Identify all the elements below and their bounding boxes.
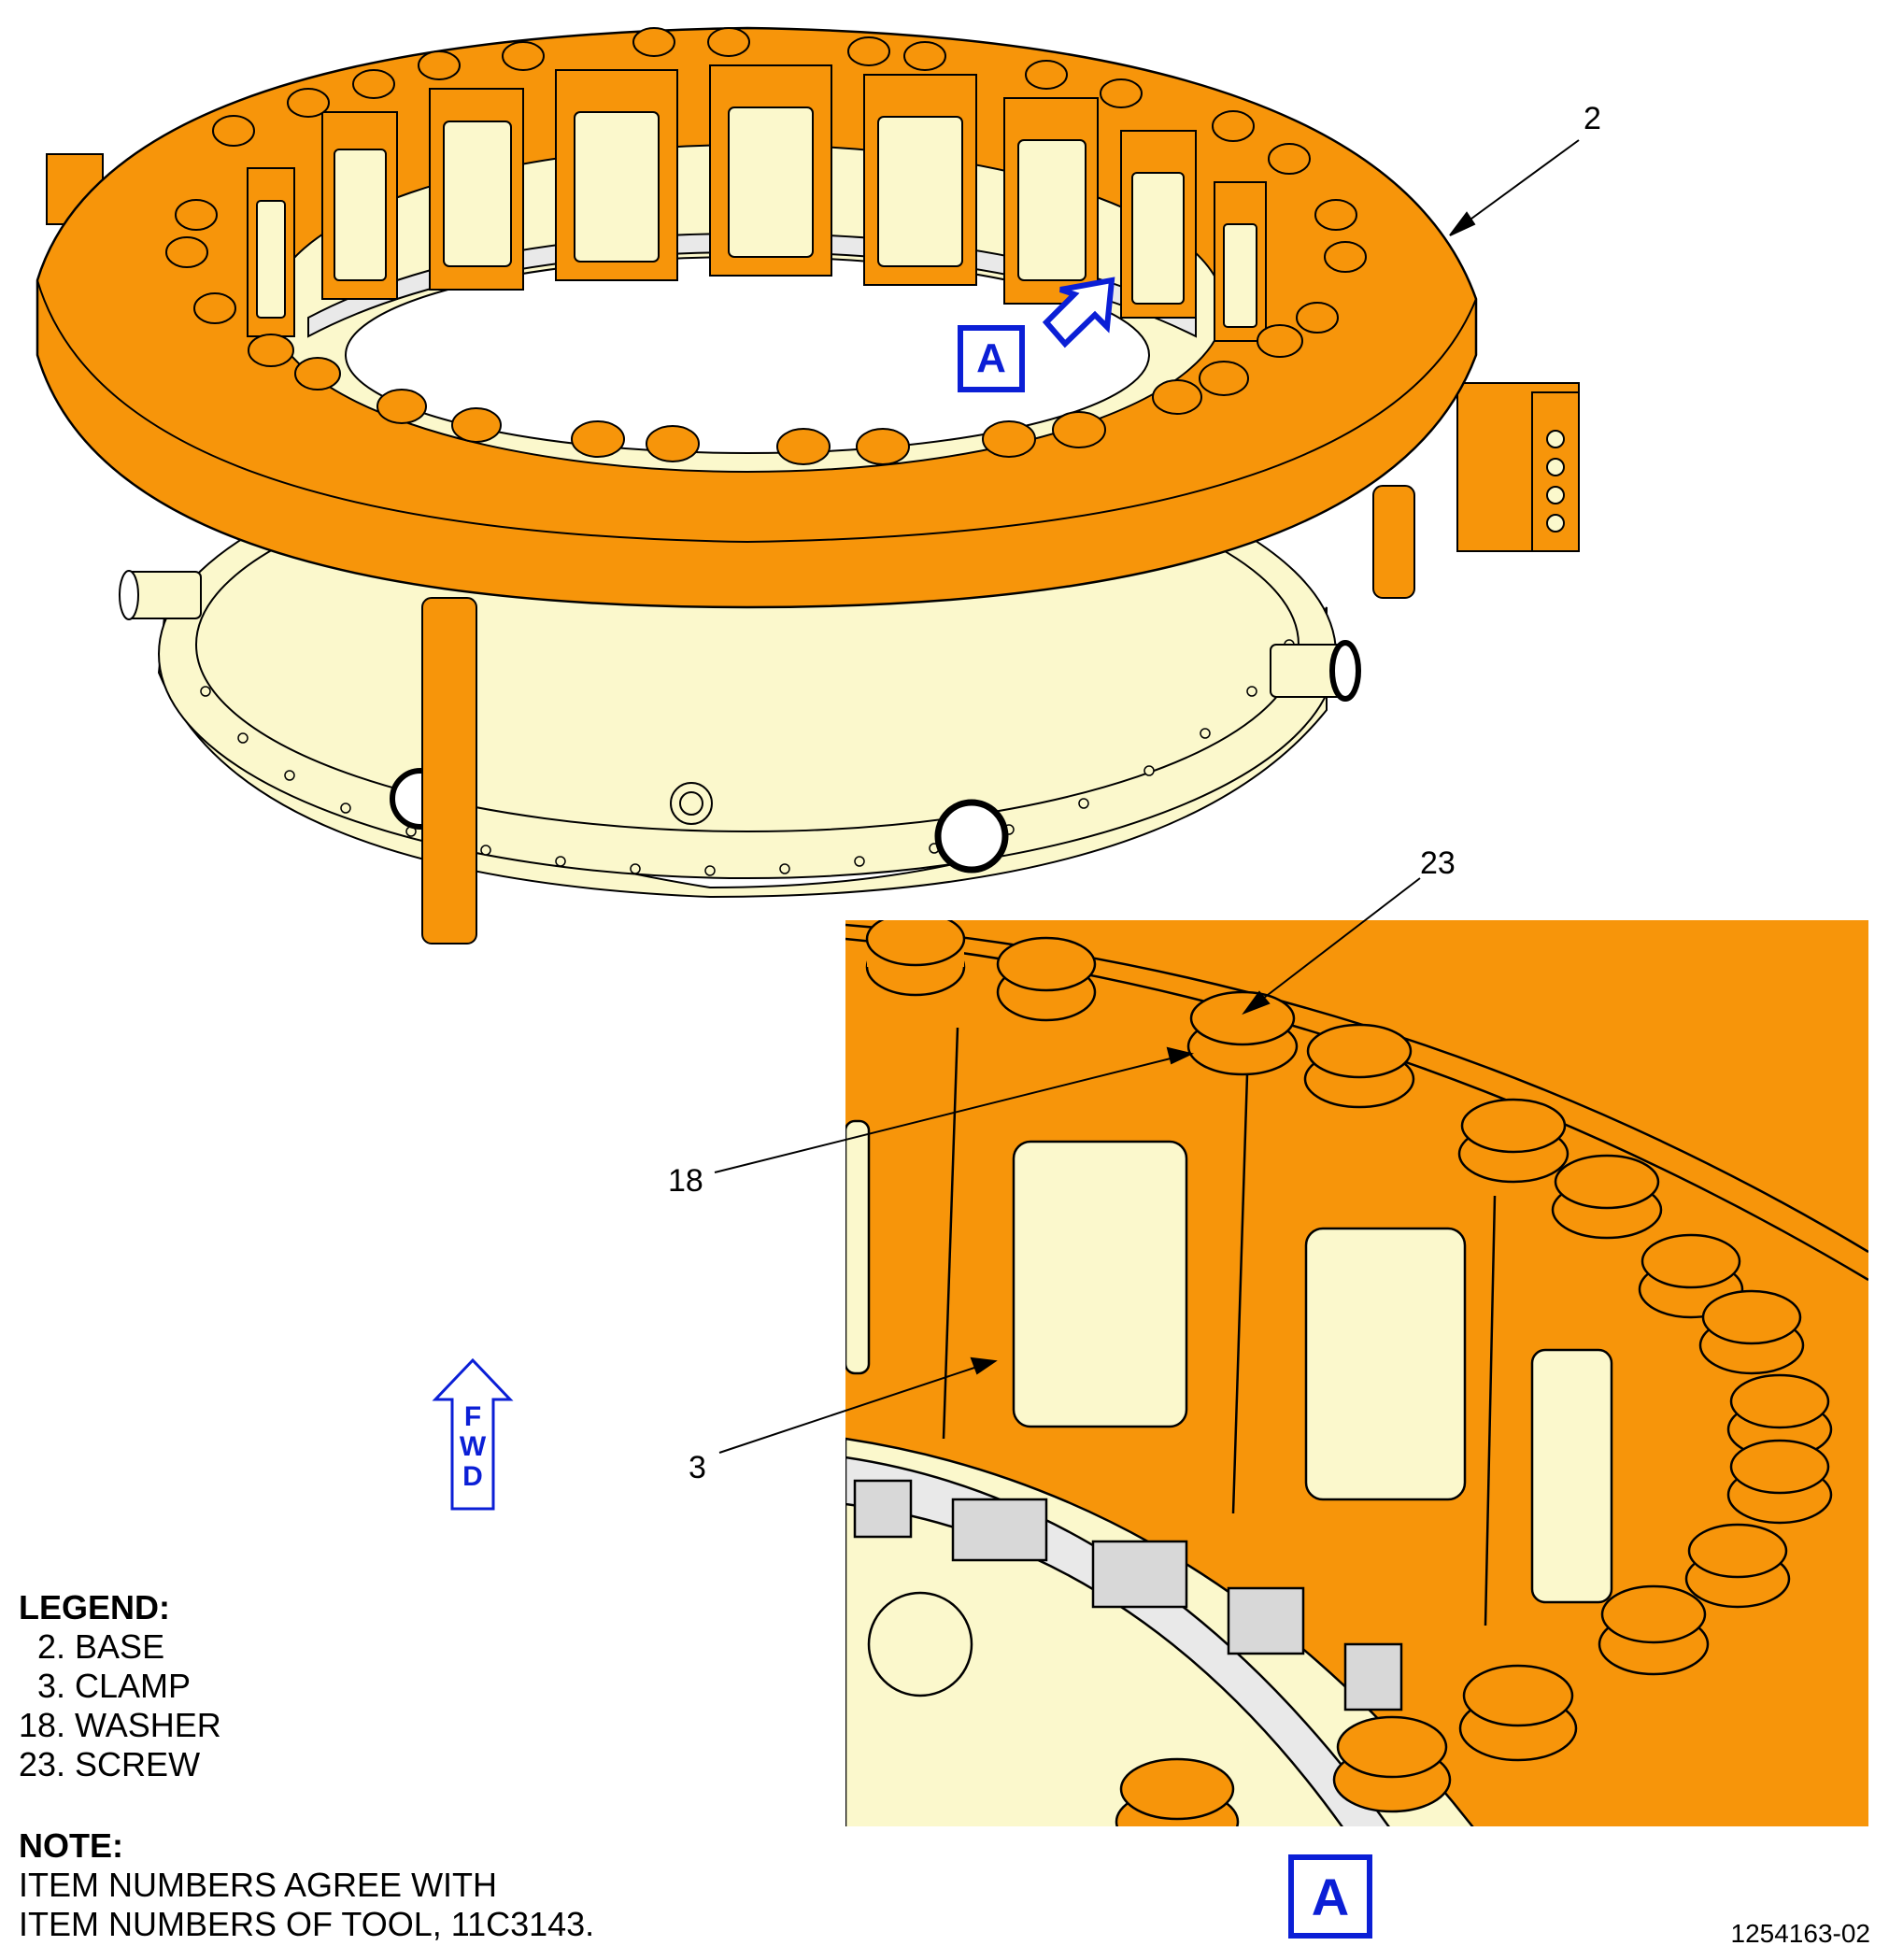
fwd-letter-d: D	[462, 1461, 483, 1492]
side-bracket	[46, 153, 1580, 552]
note-line: ITEM NUMBERS OF TOOL, 11C3143.	[19, 1905, 595, 1943]
legend-item: 18. WASHER	[19, 1706, 221, 1744]
leader-lines	[714, 139, 1580, 1454]
legend-item: 23. SCREW	[19, 1745, 201, 1783]
callout-2: 2	[1584, 101, 1601, 136]
detail-clamp-windows	[845, 1119, 1613, 1604]
base-assembly-drawing	[36, 26, 1580, 944]
fwd-letter-f: F	[463, 1401, 482, 1432]
detail-bolt-heads	[865, 920, 1833, 1826]
detail-view-a-drawing	[845, 920, 1868, 1826]
detail-bore-hole	[867, 1591, 973, 1697]
view-a-label-large: A	[1288, 1854, 1372, 1939]
note-line: ITEM NUMBERS AGREE WITH	[19, 1866, 498, 1904]
fwd-letter-w: W	[459, 1431, 487, 1462]
legend-item: 2. BASE	[19, 1627, 165, 1666]
callout-18: 18	[668, 1163, 703, 1199]
detail-seal-pads	[853, 1479, 1403, 1711]
legend-item: 3. CLAMP	[19, 1667, 192, 1705]
callout-23: 23	[1420, 845, 1456, 881]
note: NOTE: ITEM NUMBERS AGREE WITH ITEM NUMBE…	[19, 1826, 594, 1944]
fwd-arrow-icon	[432, 1357, 514, 1511]
callout-3: 3	[689, 1450, 706, 1485]
view-a-label-small: A	[958, 325, 1025, 392]
legend: LEGEND: 2. BASE 3. CLAMP 18. WASHER 23. …	[19, 1588, 221, 1784]
legend-title: LEGEND:	[19, 1588, 170, 1626]
base-legs	[421, 485, 1415, 944]
bolt-heads	[165, 27, 1367, 465]
clamp-windows	[256, 107, 1257, 328]
note-title: NOTE:	[19, 1826, 123, 1865]
fwd-indicator: F W D	[435, 1355, 510, 1513]
view-a-arrow	[1042, 277, 1115, 348]
figure-number: 1254163-02	[1730, 1919, 1870, 1948]
